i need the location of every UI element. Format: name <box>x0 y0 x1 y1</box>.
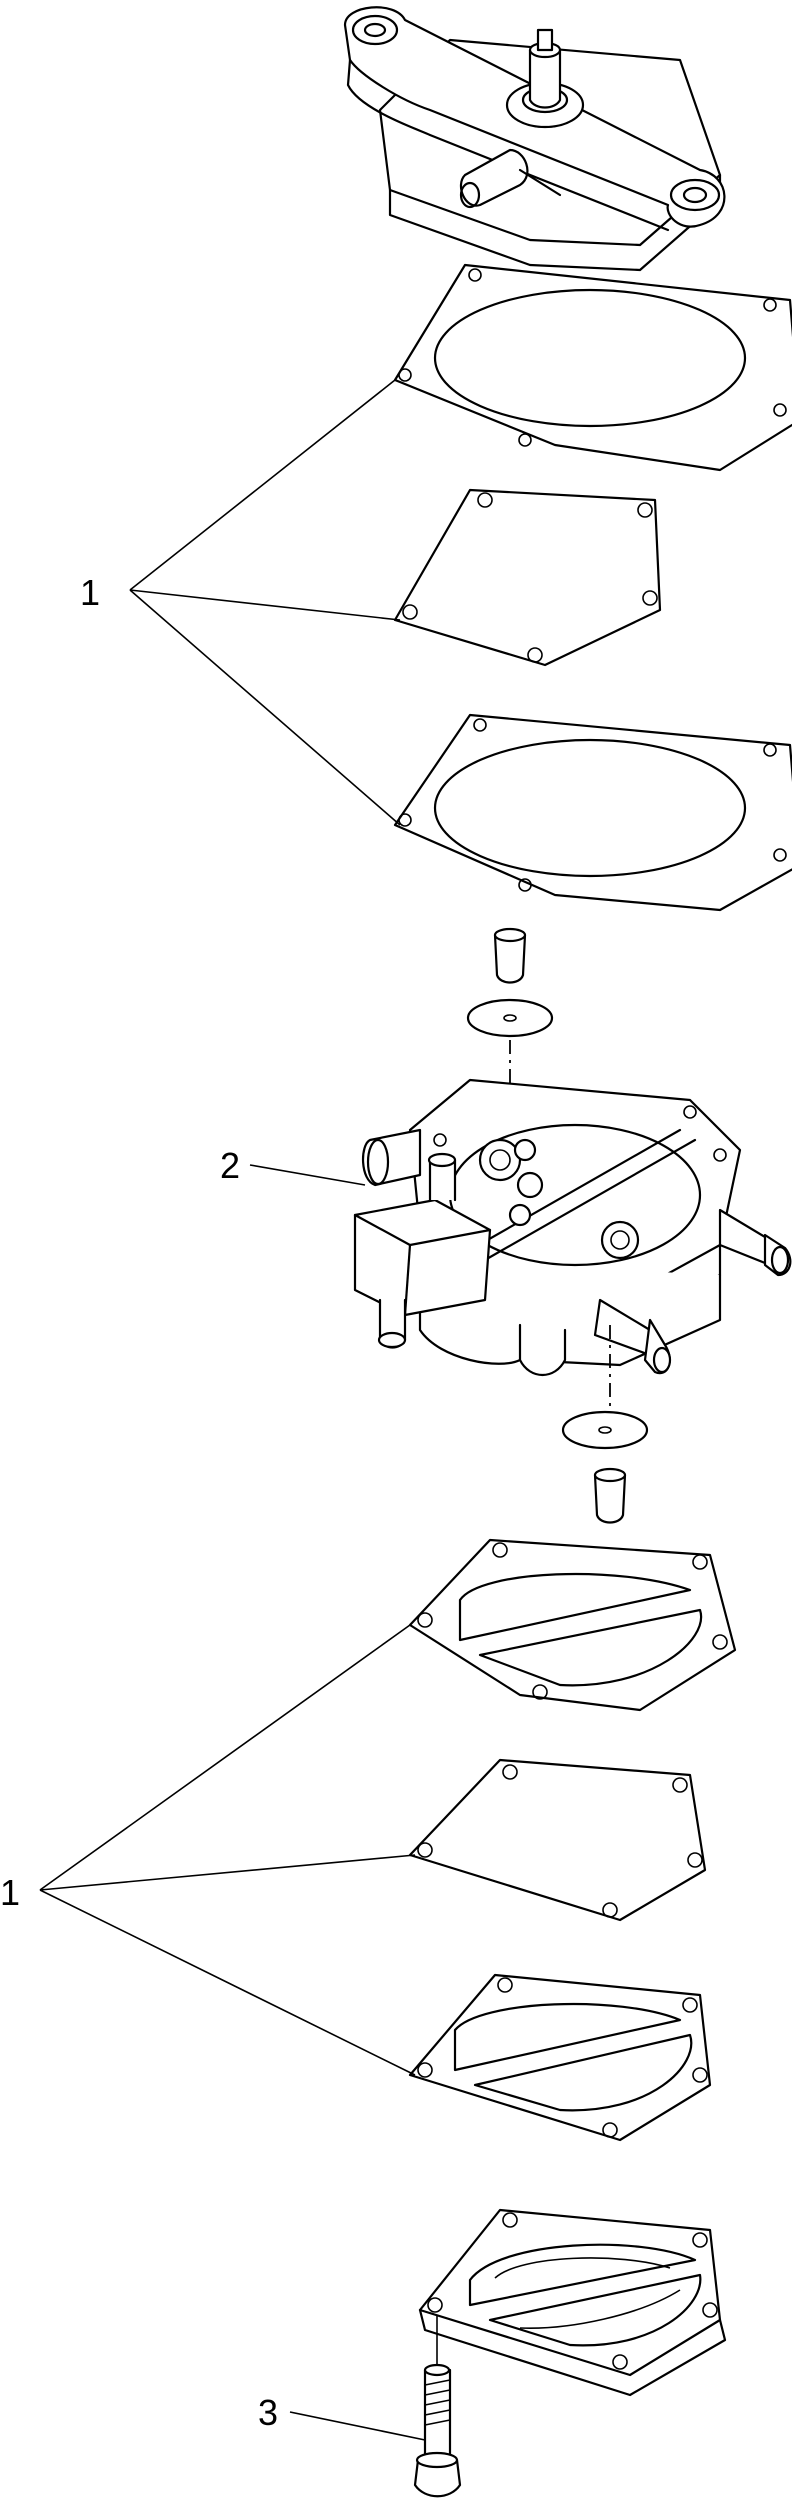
gasket-upper-3 <box>393 713 792 912</box>
gasket-lower-2 <box>408 1758 707 1922</box>
bottom-cover <box>418 2208 727 2397</box>
check-valve-upper <box>493 927 527 984</box>
washer-upper <box>466 998 554 1038</box>
callout-label: 2 <box>220 1145 240 1186</box>
callout-2: 2 <box>220 1145 366 1186</box>
gasket-upper-2 <box>393 488 662 667</box>
gasket-lower-1 <box>408 1538 737 1712</box>
check-valve-lower <box>593 1467 627 1524</box>
callout-label: 1 <box>80 572 100 613</box>
callout-1-lower: 1 <box>0 1624 416 2076</box>
fuel-pump-body <box>353 1078 792 1376</box>
gasket-lower-3 <box>408 1973 712 2142</box>
callout-1-upper: 1 <box>80 379 401 826</box>
callout-label: 3 <box>258 2392 278 2433</box>
pump-cover-assembly <box>343 6 726 272</box>
callout-3: 3 <box>258 2392 426 2441</box>
washer-lower <box>561 1410 649 1450</box>
bolt <box>413 2363 462 2498</box>
gasket-upper-1 <box>393 263 792 472</box>
callout-label: 1 <box>0 1872 20 1913</box>
